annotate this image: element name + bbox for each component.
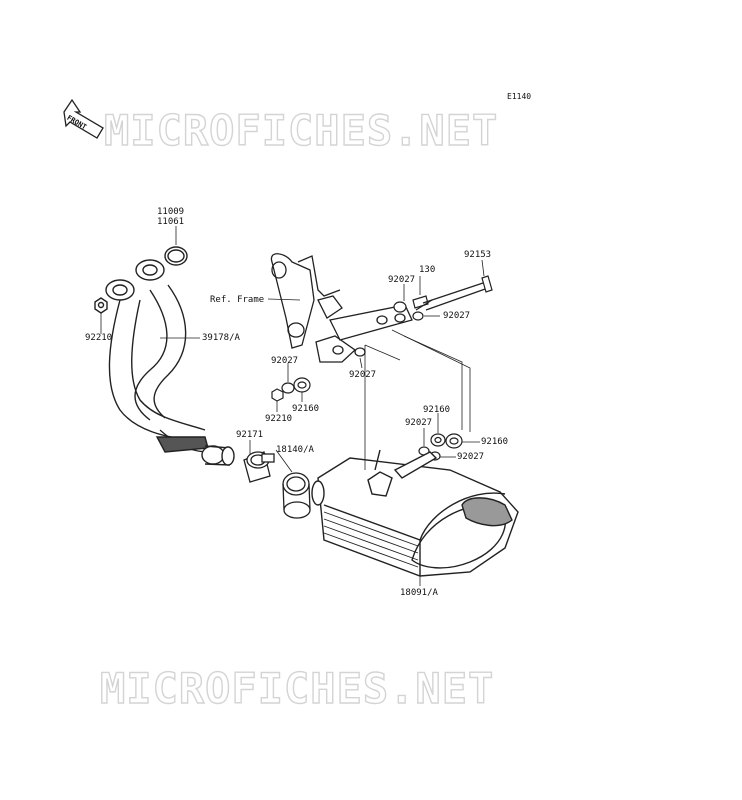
callout-92210-left: 92210 bbox=[85, 333, 113, 343]
callout-39178: 39178/A bbox=[202, 333, 240, 343]
callout-130: 130 bbox=[419, 265, 436, 275]
front-arrow-icon bbox=[63, 98, 104, 139]
callout-92153: 92153 bbox=[464, 250, 492, 260]
callout-92027-f: 92027 bbox=[457, 452, 485, 462]
header-pipe bbox=[94, 246, 235, 466]
callout-ref-frame: Ref. Frame bbox=[210, 295, 265, 305]
callout-92210-mid: 92210 bbox=[265, 414, 293, 424]
frame-bracket bbox=[270, 253, 413, 363]
diagram-code: E1140 bbox=[507, 92, 532, 101]
callout-92027-d: 92027 bbox=[349, 370, 377, 380]
muffler bbox=[311, 449, 519, 577]
callout-18140: 18140/A bbox=[276, 445, 314, 455]
callout-11009: 11009 bbox=[157, 207, 185, 217]
watermark-top: MICROFICHES.NET bbox=[103, 105, 499, 155]
callout-11061: 11061 bbox=[157, 217, 185, 227]
callout-92027-e: 92027 bbox=[405, 418, 433, 428]
callout-92027-c: 92027 bbox=[271, 356, 299, 366]
callout-92160-c: 92160 bbox=[481, 437, 509, 447]
leader-lines bbox=[100, 226, 485, 586]
callout-92160-a: 92160 bbox=[292, 404, 320, 414]
callout-92160-b: 92160 bbox=[423, 405, 451, 415]
bolt-set bbox=[271, 275, 493, 461]
callout-92027-b: 92027 bbox=[443, 311, 471, 321]
watermark-bottom: MICROFICHES.NET bbox=[99, 663, 495, 713]
clamp-part bbox=[243, 451, 311, 519]
callout-92171: 92171 bbox=[236, 430, 264, 440]
callout-18091: 18091/A bbox=[400, 588, 438, 598]
callout-92027-a: 92027 bbox=[388, 275, 416, 285]
